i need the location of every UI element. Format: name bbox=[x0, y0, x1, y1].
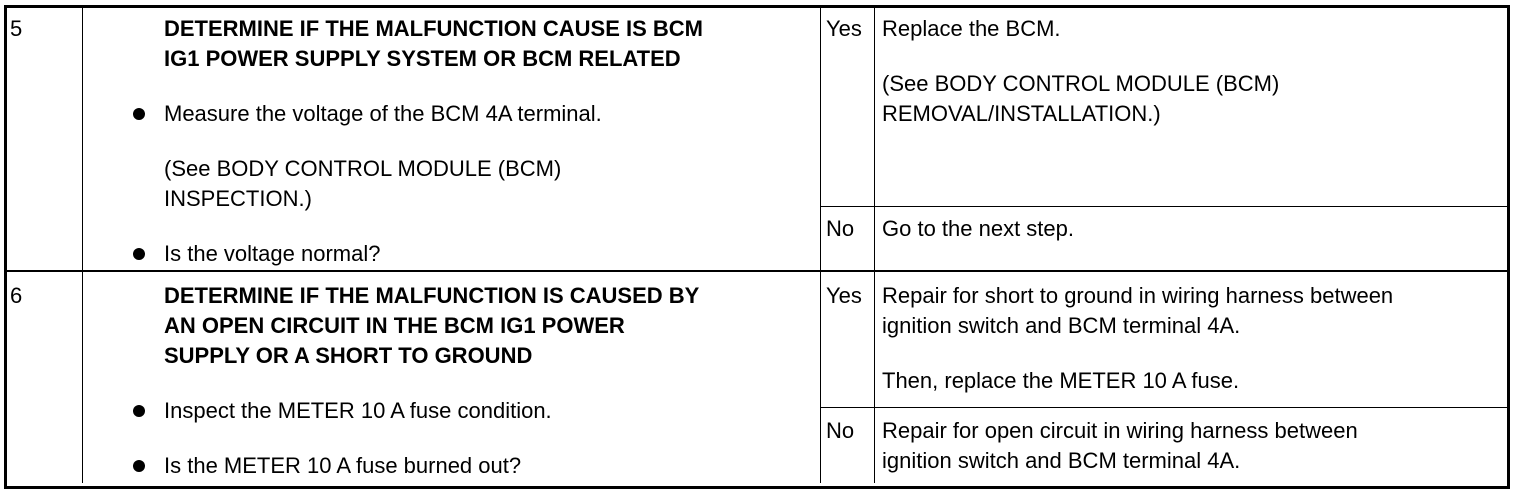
row-divider-step bbox=[7, 270, 1507, 272]
yes-label: Yes bbox=[826, 16, 862, 41]
yes-label: Yes bbox=[826, 283, 862, 308]
row-divider-step6-yes-no bbox=[820, 407, 1507, 408]
reference-line: INSPECTION.) bbox=[164, 186, 312, 211]
bullet-icon bbox=[133, 460, 145, 472]
step-title-line: SUPPLY OR A SHORT TO GROUND bbox=[164, 343, 533, 368]
row-divider-step5-yes-no bbox=[820, 206, 1507, 207]
inspection-item: Measure the voltage of the BCM 4A termin… bbox=[164, 101, 602, 126]
step-number: 6 bbox=[10, 283, 23, 308]
reference-line: (See BODY CONTROL MODULE (BCM) bbox=[164, 156, 562, 181]
yes-reference-line: (See BODY CONTROL MODULE (BCM) bbox=[882, 71, 1280, 96]
no-label: No bbox=[826, 418, 855, 443]
bullet-icon bbox=[133, 405, 145, 417]
bullet-icon bbox=[133, 108, 145, 120]
column-divider-action bbox=[820, 8, 821, 483]
column-divider-result bbox=[874, 8, 875, 483]
no-action-line: Repair for open circuit in wiring harnes… bbox=[882, 418, 1358, 443]
inspection-item: Inspect the METER 10 A fuse condition. bbox=[164, 398, 552, 423]
yes-action-line: Repair for short to ground in wiring har… bbox=[882, 283, 1394, 308]
inspection-item: Is the METER 10 A fuse burned out? bbox=[164, 453, 522, 478]
inspection-item: Is the voltage normal? bbox=[164, 241, 381, 266]
troubleshooting-table bbox=[4, 5, 1510, 489]
column-divider-number bbox=[82, 8, 83, 483]
yes-reference-line: REMOVAL/INSTALLATION.) bbox=[882, 101, 1161, 126]
step-number: 5 bbox=[10, 16, 23, 41]
step-title-line: DETERMINE IF THE MALFUNCTION IS CAUSED B… bbox=[164, 283, 700, 308]
no-action-line: ignition switch and BCM terminal 4A. bbox=[882, 448, 1241, 473]
yes-action-line: Replace the BCM. bbox=[882, 16, 1061, 41]
step-title-line: DETERMINE IF THE MALFUNCTION CAUSE IS BC… bbox=[164, 16, 703, 41]
no-action-line: Go to the next step. bbox=[882, 216, 1075, 241]
step-title-line: AN OPEN CIRCUIT IN THE BCM IG1 POWER bbox=[164, 313, 625, 338]
bullet-icon bbox=[133, 248, 145, 260]
yes-action-line: ignition switch and BCM terminal 4A. bbox=[882, 313, 1241, 338]
step-title-line: IG1 POWER SUPPLY SYSTEM OR BCM RELATED bbox=[164, 46, 681, 71]
no-label: No bbox=[826, 216, 855, 241]
yes-extra-line: Then, replace the METER 10 A fuse. bbox=[882, 368, 1240, 393]
